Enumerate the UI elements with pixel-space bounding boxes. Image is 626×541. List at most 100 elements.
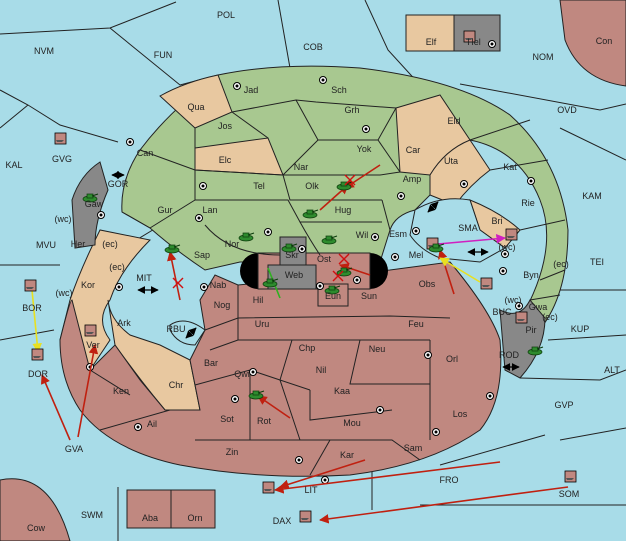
orders [31,164,569,524]
label-nom: NOM [533,52,554,62]
label-mit: MIT [136,273,152,283]
label-mvu: MVU [36,240,56,250]
sc-mou [376,406,384,414]
label-fro: FRO [440,475,459,485]
label-sam: Sam [404,443,423,453]
army-pir[interactable] [527,346,544,356]
sc-hel [488,40,496,48]
fleet-dor[interactable] [31,348,44,361]
label-nvm: NVM [34,46,54,56]
sc-qwi [249,368,257,376]
sc-byn [499,267,507,275]
sc-gaw [97,211,105,219]
sc-kor [115,283,123,291]
label-nar: Nar [294,162,309,172]
label-sma: SMA [458,223,478,233]
sc-rot [231,395,239,403]
label-bar: Bar [204,358,218,368]
label-mou: Mou [343,418,361,428]
label-uru: Uru [255,319,270,329]
label-amp: Amp [403,174,422,184]
label-tel: Tel [253,181,265,191]
sc-sch [319,76,327,84]
army-nor[interactable] [238,232,255,242]
fail-ost [338,253,350,265]
failed-orders [172,174,356,289]
label-kal: KAL [5,160,22,170]
sc-orl [424,351,432,359]
label-rie: Rie [521,198,535,208]
land-qua[interactable] [159,74,233,129]
label-cow: Cow [27,523,46,533]
label-eun: Eun [325,291,341,301]
sc-zin [295,456,303,464]
army-ost[interactable] [336,267,353,277]
army-sap[interactable] [164,244,181,254]
land-gaw[interactable] [71,161,109,249]
army-web[interactable] [262,278,279,288]
label-kup: KUP [571,324,590,334]
sc-kat [527,177,535,185]
land-pir[interactable] [499,299,546,379]
label-hel: Hel [467,37,481,47]
label-chp: Chp [299,343,316,353]
support-buc-mel [439,257,481,283]
label-feu: Feu [408,319,424,329]
army-eun[interactable] [324,285,341,295]
label-wc_her: (wc) [55,214,72,224]
label-sot: Sot [220,414,234,424]
label-kor: Kor [81,280,95,290]
support-bor-dor [31,289,42,353]
fleet-lit[interactable] [262,481,275,494]
army-skr[interactable] [281,243,298,253]
label-web: Web [285,270,303,280]
army-gaw[interactable] [82,193,99,203]
label-ec_gwa: (ec) [542,312,558,322]
label-jos: Jos [218,121,233,131]
fleet-ver[interactable] [84,324,97,337]
label-ark: Ark [117,318,131,328]
army-wil[interactable] [321,235,338,245]
label-ver: Ver [86,340,100,350]
sc-bri [501,250,509,258]
label-wc_kor: (wc) [56,288,73,298]
fleet-hel[interactable] [463,30,476,43]
fleet-bor[interactable] [24,279,37,292]
army-qwi[interactable] [248,390,265,400]
label-eld: Eld [447,116,460,126]
fleet-buc[interactable] [480,277,493,290]
fleet-gwa[interactable] [515,311,528,324]
label-kaa: Kaa [334,386,350,396]
label-qwi: Qwi [234,369,250,379]
label-ec_her: (ec) [102,239,118,249]
passage-rbu [185,327,197,339]
label-nor: Nor [225,239,240,249]
label-neu: Neu [369,344,386,354]
move-kar-lit [279,459,366,489]
army-mel[interactable] [428,243,445,253]
land-orn[interactable] [170,489,216,529]
fleet-dax[interactable] [299,510,312,523]
label-ken: Ken [113,386,129,396]
label-nab: Nab [210,280,227,290]
move-obs-mel [438,249,455,295]
label-hil: Hil [253,295,264,305]
fleet-som[interactable] [564,470,577,483]
label-bri: Bri [492,216,503,226]
label-gur: Gur [157,205,172,215]
army-hug[interactable] [302,209,319,219]
label-sch: Sch [331,85,347,95]
label-elf: Elf [426,37,437,47]
label-wc_bri: (wc) [499,242,516,252]
fleet-bri[interactable] [505,228,518,241]
sc-los [486,392,494,400]
fleet-gvg[interactable] [54,132,67,145]
sc-ail [134,423,142,431]
land-her-kor[interactable] [59,229,152,371]
sc-gwa [515,302,523,310]
label-ovd: OVD [557,105,577,115]
fail-sap [172,277,184,289]
label-los: Los [453,409,468,419]
